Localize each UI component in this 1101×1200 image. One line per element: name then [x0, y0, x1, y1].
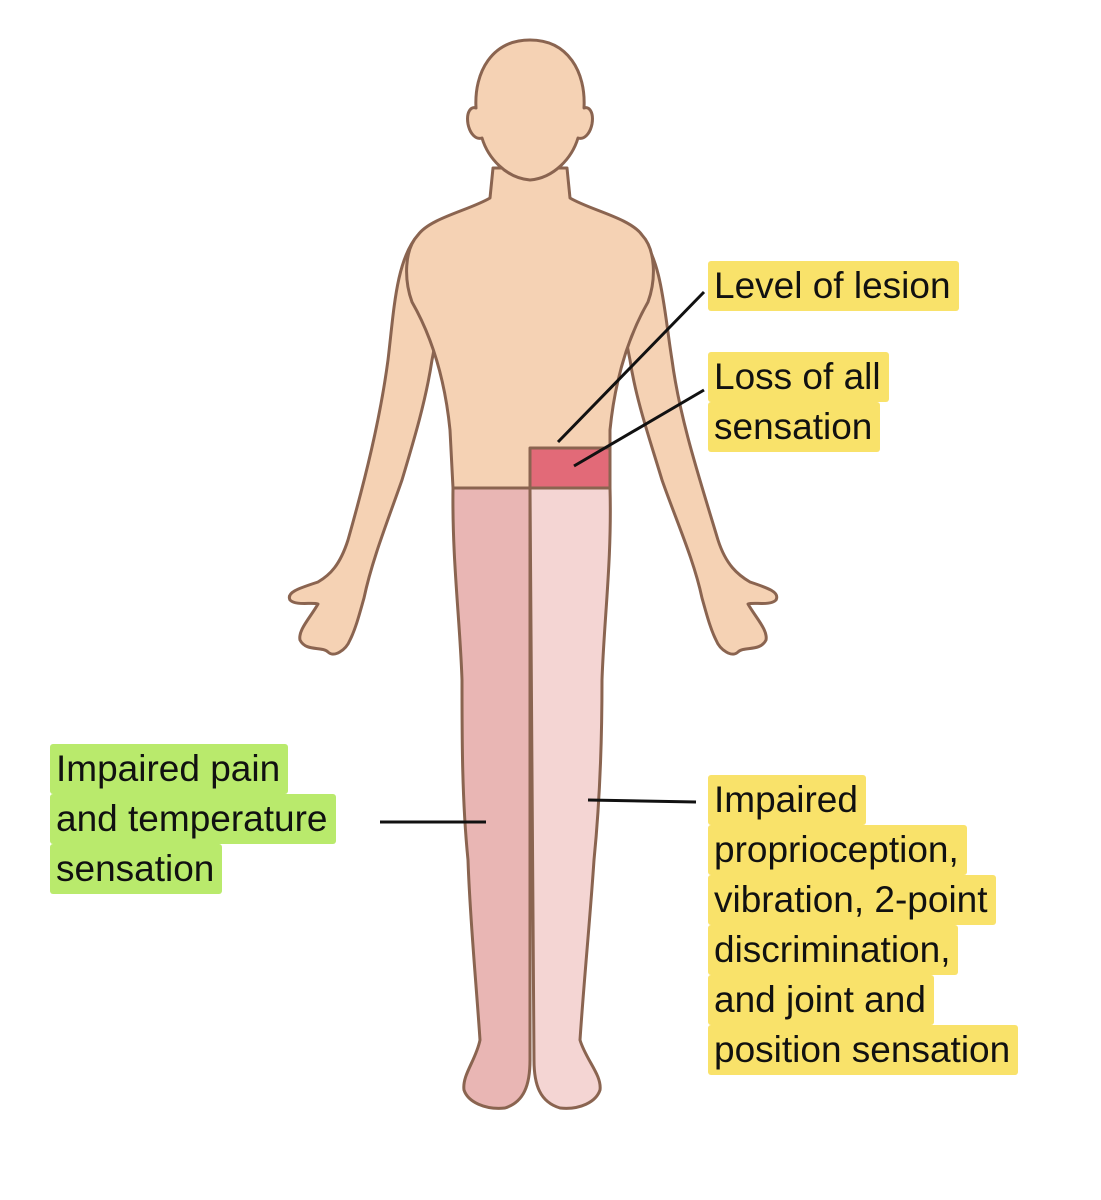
label-impaired-pain-temp: Impaired pain and temperature sensation — [50, 744, 336, 894]
label-line: Impaired pain — [50, 744, 289, 794]
label-line: sensation — [50, 844, 223, 894]
label-line: Level of lesion — [708, 261, 959, 311]
label-line: Impaired — [708, 775, 866, 825]
label-line: Loss of all — [708, 352, 889, 402]
left-leg — [528, 486, 612, 1110]
pointer-level-of-lesion — [556, 290, 706, 444]
right-arm — [287, 233, 447, 656]
label-line: vibration, 2-point — [708, 875, 996, 925]
label-line: proprioception, — [708, 825, 967, 875]
head — [466, 38, 594, 182]
pointer-loss-of-all-sensation — [573, 388, 705, 468]
pointer-impaired-proprioception — [587, 798, 697, 804]
label-level-of-lesion: Level of lesion — [708, 261, 959, 311]
lesion-band — [528, 446, 612, 490]
label-line: position sensation — [708, 1025, 1019, 1075]
label-line: discrimination, — [708, 925, 959, 975]
label-line: and temperature — [50, 794, 336, 844]
label-impaired-proprioception: Impaired proprioception, vibration, 2-po… — [708, 775, 1019, 1075]
label-line: sensation — [708, 402, 881, 452]
label-loss-of-all-sensation: Loss of all sensation — [708, 352, 889, 452]
right-leg — [451, 486, 532, 1110]
label-line: and joint and — [708, 975, 934, 1025]
